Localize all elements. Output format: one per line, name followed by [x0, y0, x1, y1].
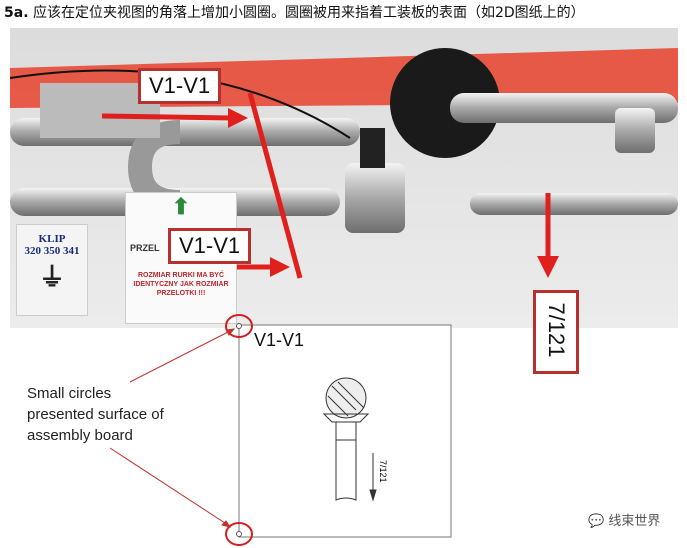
drawing-overlay: 7/121: [109, 314, 452, 546]
corner-circle-bottom: [225, 522, 253, 546]
arrow-up-icon: ⬆: [171, 194, 191, 219]
view-label-top: V1-V1: [138, 68, 222, 104]
watermark-text: 线束世界: [608, 514, 661, 529]
step-number: 5a.: [4, 5, 29, 21]
annotation-note: Small circles presented surface of assem…: [27, 383, 164, 446]
klip-number: 320 350 341: [24, 245, 80, 257]
note-line: Small circles: [27, 385, 112, 402]
klip-sign: KLIP 320 350 341 ⏚: [16, 224, 88, 316]
corner-circle-top: [225, 314, 253, 338]
view-label-bottom: V1-V1: [168, 228, 252, 264]
watermark: 💬 线束世界: [588, 510, 660, 529]
sign-line-1: PRZEL: [130, 243, 160, 253]
wechat-icon: 💬: [588, 514, 605, 529]
note-line: assembly board: [27, 427, 133, 444]
klip-title: KLIP: [38, 233, 66, 245]
drawing-frame: [238, 324, 452, 538]
drawing-title: V1-V1: [254, 330, 305, 350]
clip-icon: ⏚: [38, 263, 65, 292]
drawing-direction-label: 7/121: [378, 460, 388, 483]
highlight-circles: [225, 314, 253, 546]
note-line: presented surface of: [27, 406, 164, 423]
sign-line-2: ROZMIAR RURKI MA BYĆ IDENTYCZNY JAK ROZM…: [133, 272, 229, 297]
fixture-photo: [10, 28, 678, 328]
direction-label: 7/121: [533, 290, 579, 374]
page-title: 5a. 应该在定位夹视图的角落上增加小圆圈。圆圈被用来指着工装板的表面（如2D图…: [4, 2, 585, 22]
pointer-lines: [109, 328, 236, 528]
title-text: 应该在定位夹视图的角落上增加小圆圈。圆圈被用来指着工装板的表面（如2D图纸上的）: [32, 5, 585, 21]
clip-drawing: [322, 377, 377, 502]
